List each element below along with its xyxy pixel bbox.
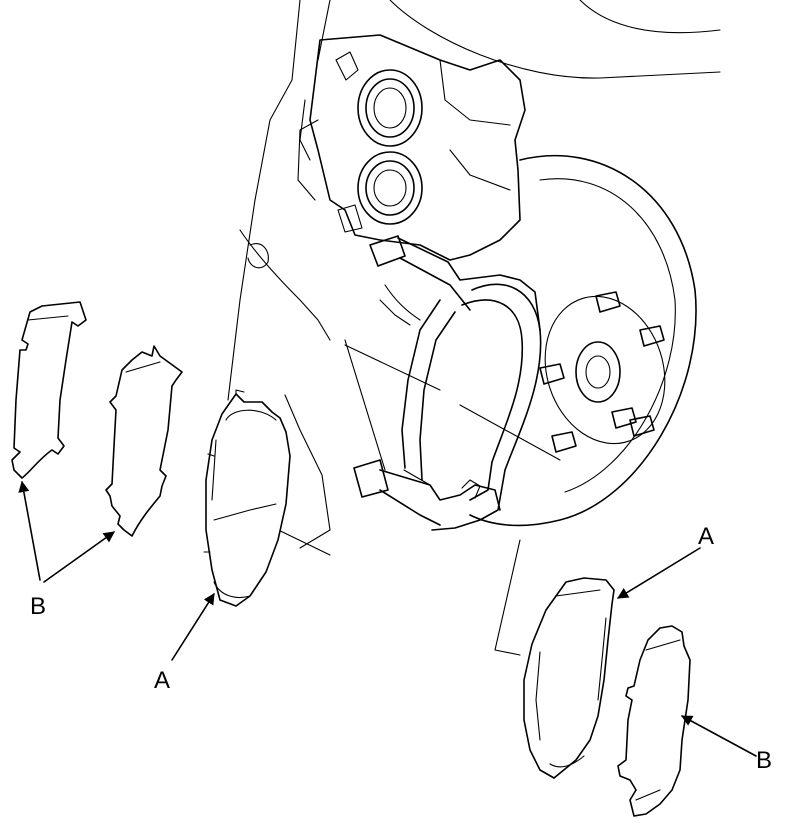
callout-label-a-right: A [698,523,714,550]
shim-right [617,625,691,817]
callout-label-b-right: B [756,747,772,774]
brake-pad-left [203,389,291,607]
inner-shim-left [105,345,183,537]
caliper-body [297,34,526,261]
caliper-piston-lower [357,151,423,225]
caliper-bracket [353,235,542,531]
outer-shim-left [11,301,87,479]
wheel-studs [539,291,665,453]
callout-label-a-left: A [154,667,170,694]
caliper-piston-upper [357,69,423,147]
brake-disc [469,155,697,527]
callout-leaders [18,480,757,757]
assembly-reference-lines [267,344,561,556]
callout-label-b-left: B [30,593,46,620]
steering-knuckle-outline [227,0,721,656]
brake-pad-right [523,577,615,779]
